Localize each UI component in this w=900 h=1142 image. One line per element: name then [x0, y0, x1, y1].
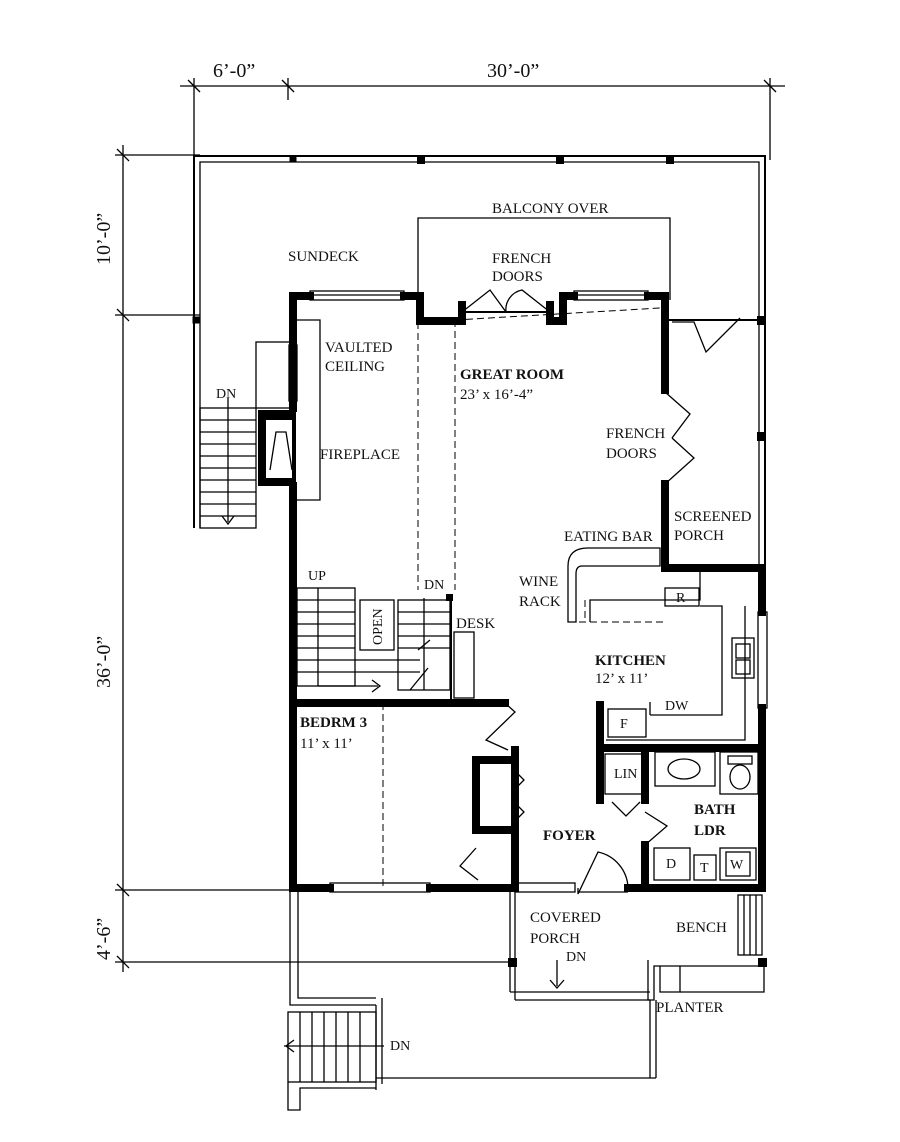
wine-rack-label-2: RACK — [519, 594, 561, 610]
vaulted-label-1: VAULTED — [325, 340, 393, 356]
bedroom-size: 11’ x 11’ — [300, 736, 353, 752]
bedroom-doors — [382, 702, 525, 888]
linen-label: LIN — [614, 767, 637, 782]
kitchen-size: 12’ x 11’ — [595, 671, 648, 687]
kitchen-fixtures — [567, 547, 755, 741]
refrigerator-label: R — [676, 591, 686, 606]
stair-up-label: UP — [308, 569, 326, 584]
foyer-door — [577, 851, 629, 895]
sundeck-railing — [192, 155, 766, 565]
dim-top-right: 30’-0” — [487, 60, 539, 82]
kitchen-label: KITCHEN — [595, 653, 666, 669]
front-stairs — [284, 1011, 384, 1111]
balcony-label: BALCONY OVER — [492, 201, 609, 217]
french-doors-side — [664, 391, 695, 485]
french-doors-top — [461, 289, 551, 313]
french-doors-top-label-1: FRENCH — [492, 251, 551, 267]
dimension-labels: 6’-0” 30’-0” 10’-0” 36’-0” 4’-6” — [93, 60, 539, 960]
french-doors-side-label-1: FRENCH — [606, 426, 665, 442]
bedroom-label: BEDRM 3 — [300, 715, 367, 731]
eating-bar-label: EATING BAR — [564, 529, 653, 545]
planter-label: PLANTER — [656, 1000, 724, 1016]
dimension-lines — [115, 78, 785, 972]
screened-porch-label-2: PORCH — [674, 528, 724, 544]
deck-stair-label: DN — [216, 387, 236, 402]
dim-left-top: 10’-0” — [93, 213, 115, 265]
front-stair-label: DN — [390, 1039, 410, 1054]
laundry-label: LDR — [694, 823, 726, 839]
dryer-label: D — [666, 857, 676, 872]
bath-label: BATH — [694, 802, 736, 818]
sundeck-label: SUNDECK — [288, 249, 359, 265]
tub-label: T — [700, 861, 709, 876]
stair-down-label: DN — [424, 578, 444, 593]
walls — [258, 292, 766, 892]
stair-labels: DN UP DN DN DN — [216, 387, 586, 1054]
deck-stairs — [199, 341, 291, 529]
foyer-label: FOYER — [543, 828, 596, 844]
dim-left-bottom: 4’-6” — [93, 918, 115, 960]
screened-porch-door — [672, 317, 741, 354]
covered-porch-label-1: COVERED — [530, 910, 601, 926]
french-doors-top-label-2: DOORS — [492, 269, 543, 285]
dim-top-left: 6’-0” — [213, 60, 255, 82]
porch-down-label: DN — [566, 950, 586, 965]
washer-label: W — [730, 858, 744, 873]
desk-label: DESK — [456, 616, 495, 632]
bench-label: BENCH — [676, 920, 727, 936]
dim-left-middle: 36’-0” — [93, 636, 115, 688]
fireplace-label: FIREPLACE — [320, 447, 400, 463]
chimney — [297, 319, 321, 501]
interior-stairs — [296, 587, 475, 700]
room-labels: SUNDECK BALCONY OVER FRENCH DOORS VAULTE… — [288, 201, 752, 1016]
balcony-outline — [417, 217, 671, 300]
covered-porch-label-2: PORCH — [530, 931, 580, 947]
freezer-label: F — [620, 717, 628, 732]
screened-porch-label-1: SCREENED — [674, 509, 752, 525]
french-doors-side-label-2: DOORS — [606, 446, 657, 462]
covered-porch — [289, 888, 767, 1090]
wine-rack-label-1: WINE — [519, 574, 558, 590]
open-label: OPEN — [371, 608, 386, 645]
dishwasher-label: DW — [665, 699, 689, 714]
great-room-size: 23’ x 16’-4” — [460, 387, 533, 403]
bath-fixtures — [604, 751, 759, 881]
vaulted-label-2: CEILING — [325, 359, 385, 375]
windows — [288, 290, 768, 893]
great-room-label: GREAT ROOM — [460, 367, 564, 383]
